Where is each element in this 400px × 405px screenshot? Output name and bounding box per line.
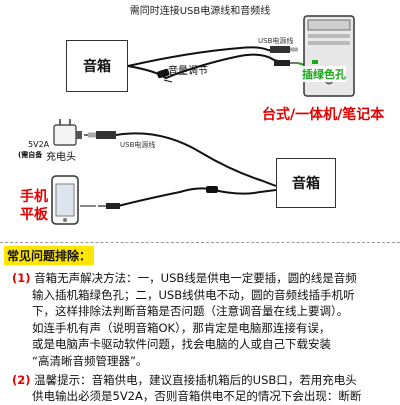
charger-label: 充电头 — [46, 152, 76, 163]
section-divider — [0, 242, 400, 243]
volume-control — [156, 68, 170, 79]
tablet-label: 平板 — [20, 207, 48, 223]
green-jack-label: 插绿色孔 — [302, 66, 346, 82]
usb-plug-bottom — [96, 131, 116, 139]
usb-cable-top — [127, 46, 283, 67]
volume-control-bottom — [206, 186, 218, 193]
speaker-bottom: 音箱 — [276, 158, 336, 208]
diagram-title: 需同时连接USB电源线和音频线 — [129, 6, 271, 17]
usb-plug-top — [270, 46, 290, 53]
faq-item-1-num: (1) — [12, 271, 31, 285]
computer-types-label: 台式/一体机/笔记本 — [262, 107, 385, 123]
usb-cable-bottom — [115, 132, 277, 187]
phone — [51, 175, 79, 225]
faq-item-1: (1) 音箱无声解决方法：一，USB线是供电一定要插，圆的线是音频 输入插机箱绿… — [12, 270, 398, 370]
speaker-top: 音箱 — [66, 40, 128, 92]
faq-item-1-line-5: 或是电脑声卡驱动软件问题，找会电脑的人或自己下载安装 — [32, 337, 331, 352]
faq-item-2-line-2: 供电输出必须是5V2A，否则音箱供电不足的情况下会出现：断断 — [32, 389, 362, 404]
usb-cable-label-bottom: USB电源线 — [120, 141, 156, 149]
faq-item-1-line-2: 输入插机箱绿色孔；二，USB线供电不动，圆的音频线插手机听 — [32, 287, 355, 302]
connection-diagram — [51, 15, 355, 225]
usb-cable-label-top: USB电源线 — [258, 37, 294, 45]
power-adapter — [53, 119, 82, 146]
audio-cable-top — [127, 53, 291, 80]
charger-prefix: (需自备 — [18, 151, 43, 159]
faq-item-1-line-3: 下，这样排除法判断音箱是否问题（注意调音量在线上要调）。 — [32, 304, 349, 319]
audio-plug-top — [274, 60, 290, 66]
adapter-label: 5V2A — [28, 140, 50, 149]
volume-label: 音量调节 — [168, 66, 208, 77]
faq-item-1-line-6: “高清晰音频管理器”。 — [32, 353, 148, 368]
faq-item-2-num: (2) — [12, 372, 31, 387]
faq-item-2-line-1: 温馨提示：音箱供电，建议直接插机箱后的USB口，若用充电头 — [34, 372, 357, 387]
faq-item-1-line-4: 如连手机有声（说明音箱OK），那肯定是电脑那连接有误， — [32, 320, 331, 335]
faq-item-1-line-1: 音箱无声解决方法：一，USB线是供电一定要插，圆的线是音频 — [34, 271, 357, 285]
phone-label: 手机 — [20, 189, 48, 205]
computer-tower — [303, 15, 355, 97]
audio-plug-bottom — [106, 203, 120, 209]
audio-cable-bottom — [117, 187, 277, 207]
faq-list: (1) 音箱无声解决方法：一，USB线是供电一定要插，圆的线是音频 输入插机箱绿… — [12, 270, 398, 405]
faq-heading: 常见问题排除： — [4, 246, 95, 265]
